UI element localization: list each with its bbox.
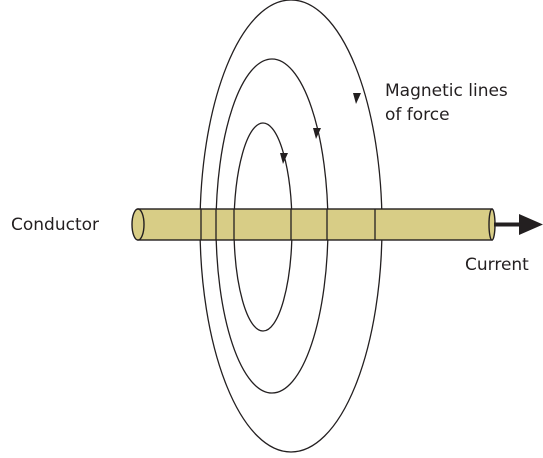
conductor-end-cap <box>132 209 144 240</box>
magnetic-lines-label-line1: Magnetic lines <box>385 81 508 101</box>
conductor-rod <box>132 209 495 240</box>
current-label: Current <box>465 255 529 275</box>
outer-loop-arrow <box>353 93 361 104</box>
conductor-label: Conductor <box>11 215 99 235</box>
inner-loop-arrow <box>280 153 288 164</box>
magnetic-lines-label-line2: of force <box>385 105 450 125</box>
current-arrow <box>494 214 543 235</box>
